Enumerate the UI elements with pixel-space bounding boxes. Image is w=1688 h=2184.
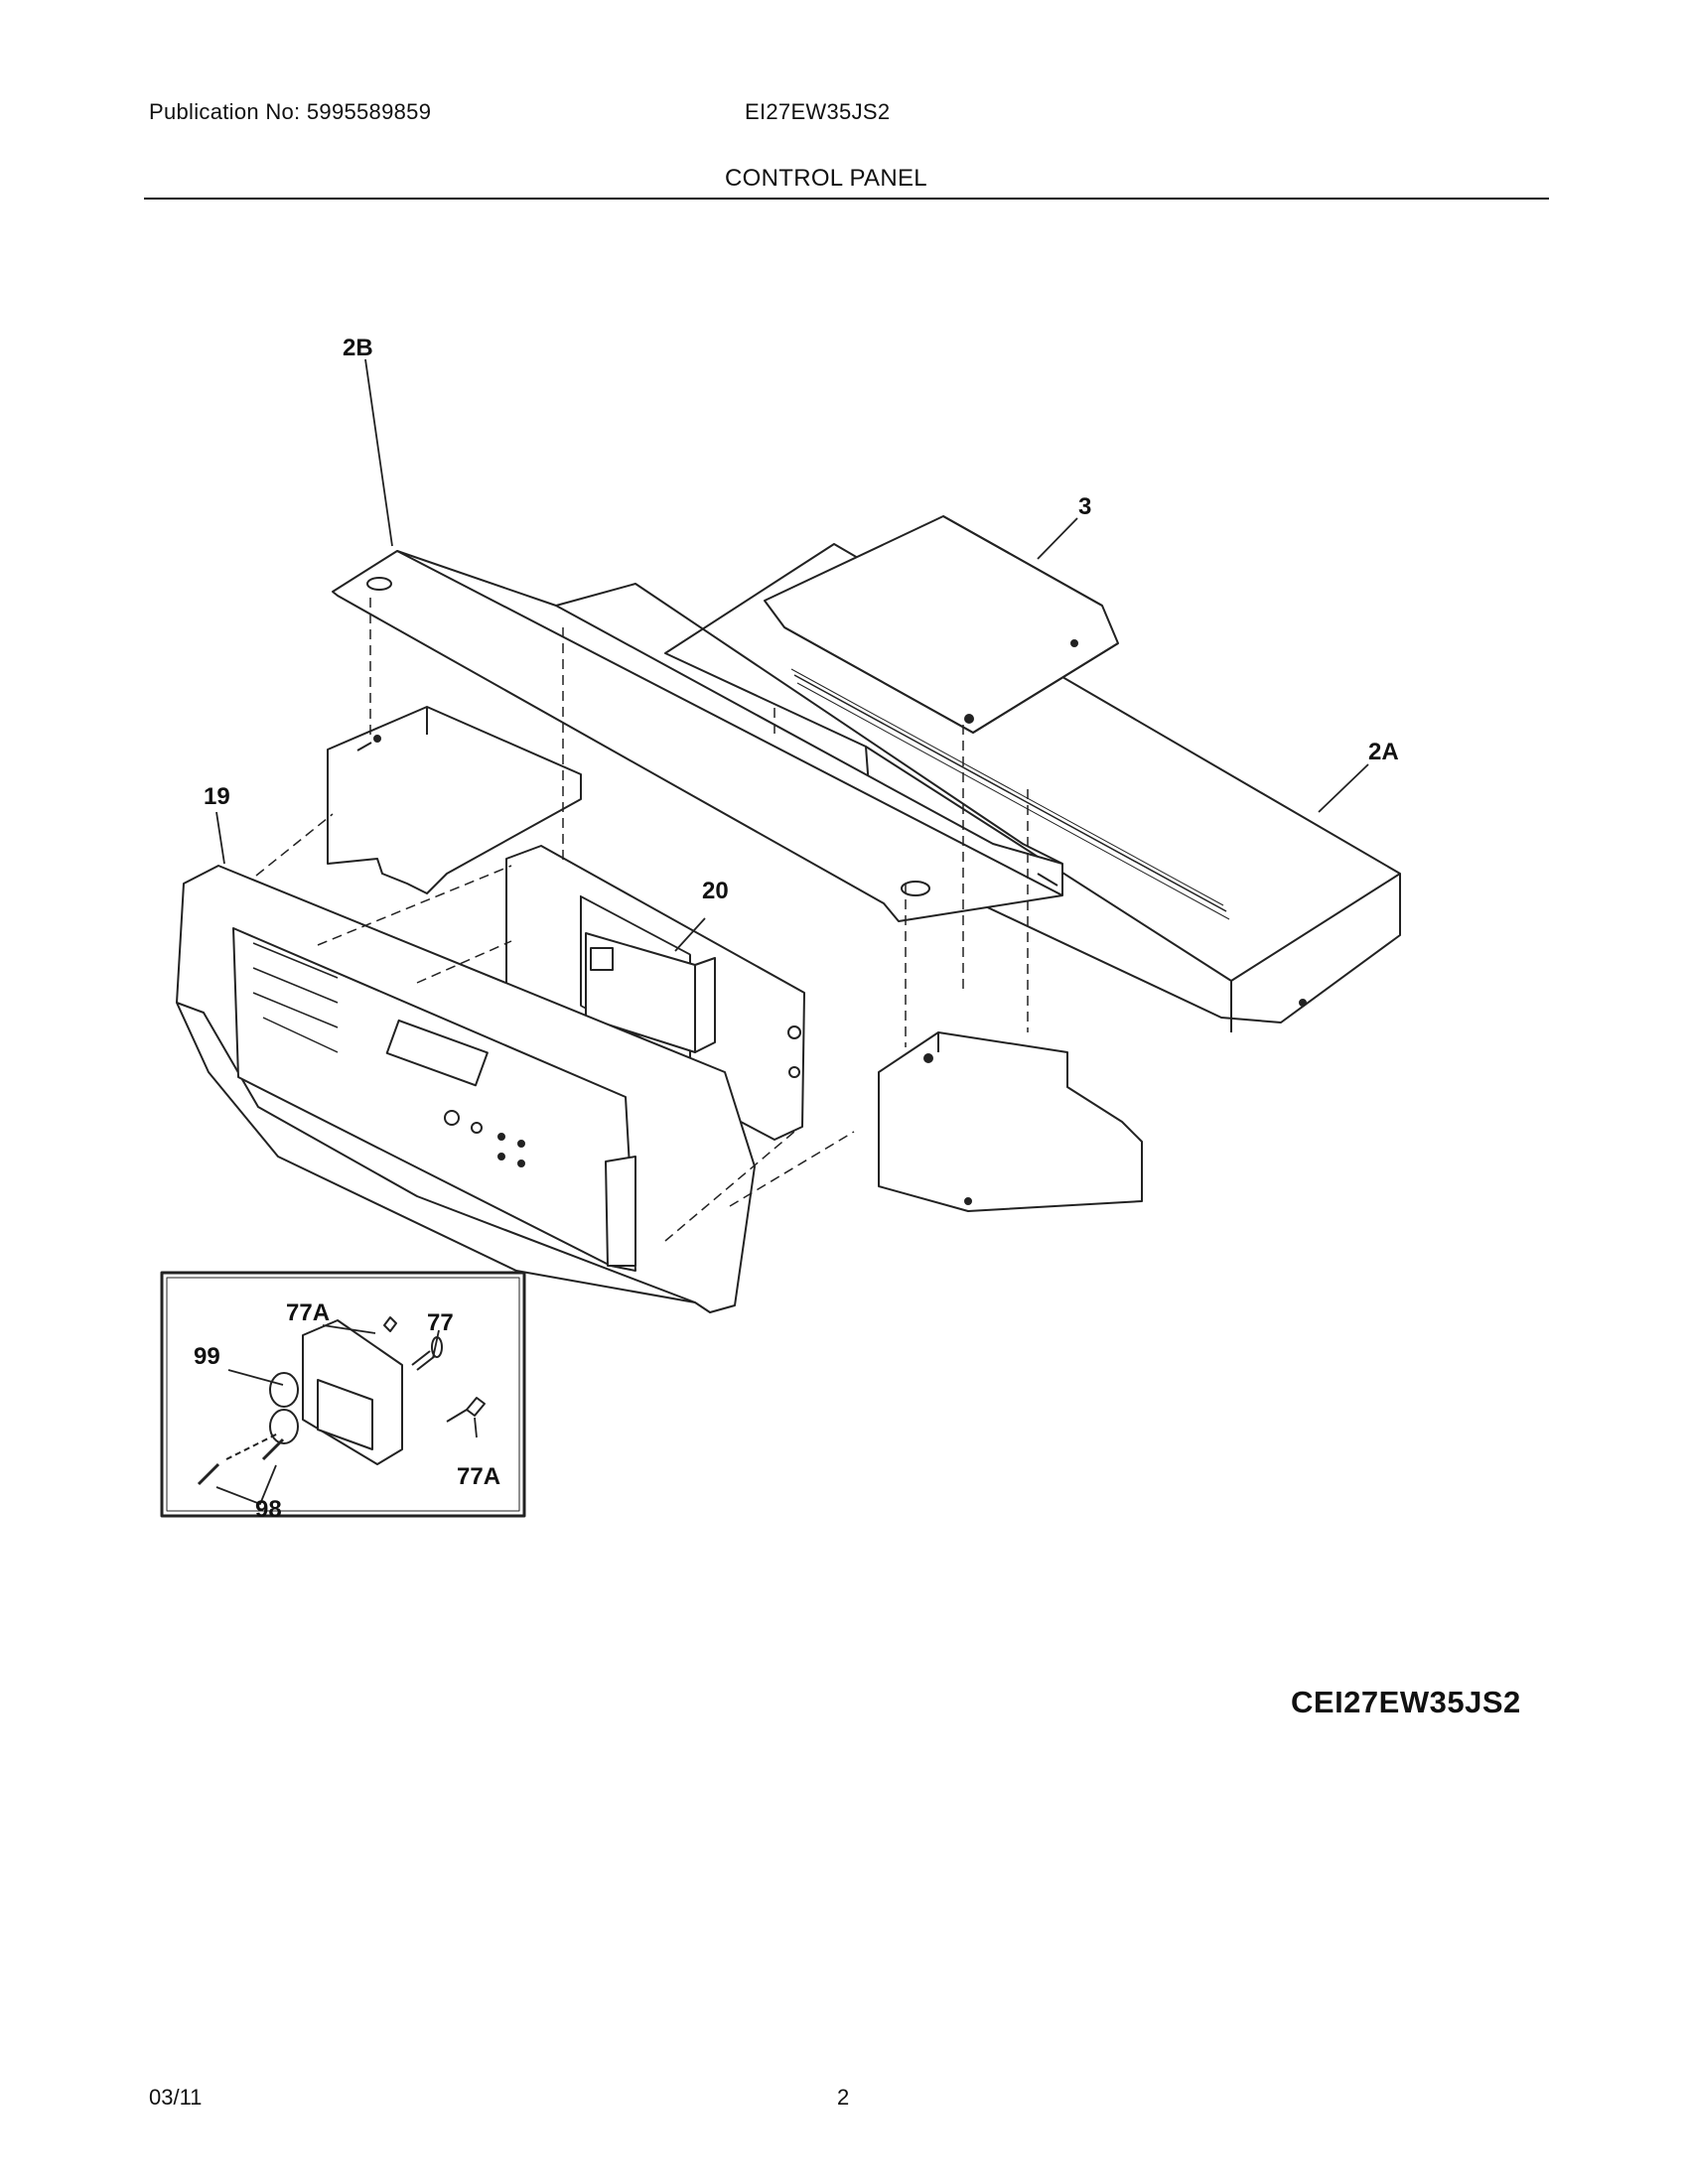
diagram-code: CEI27EW35JS2	[1291, 1685, 1521, 1719]
header-rule	[144, 198, 1549, 200]
callout-19: 19	[204, 783, 230, 810]
control-board-20	[505, 845, 805, 1141]
callout-3: 3	[1078, 493, 1091, 520]
page-number: 2	[837, 2085, 850, 2110]
callout-99: 99	[194, 1343, 220, 1370]
section-title: CONTROL PANEL	[725, 165, 927, 192]
callout-77a-bottom: 77A	[457, 1463, 500, 1490]
callout-2b: 2B	[343, 335, 373, 361]
left-side-bracket	[327, 706, 582, 894]
right-side-bracket	[878, 1031, 1143, 1212]
top-bracket-2b	[332, 550, 1063, 922]
callout-77a-top: 77A	[286, 1299, 330, 1326]
callout-77: 77	[427, 1309, 454, 1336]
callout-20: 20	[702, 878, 729, 904]
callout-2a: 2A	[1368, 739, 1399, 765]
inset-box	[160, 1271, 526, 1518]
cover-plate-3	[764, 515, 1224, 906]
callout-98: 98	[255, 1496, 282, 1523]
model-number: EI27EW35JS2	[745, 99, 891, 124]
footer-date: 03/11	[149, 2085, 203, 2110]
publication-number: Publication No: 5995589859	[149, 99, 432, 124]
control-panel-19	[176, 865, 756, 1313]
